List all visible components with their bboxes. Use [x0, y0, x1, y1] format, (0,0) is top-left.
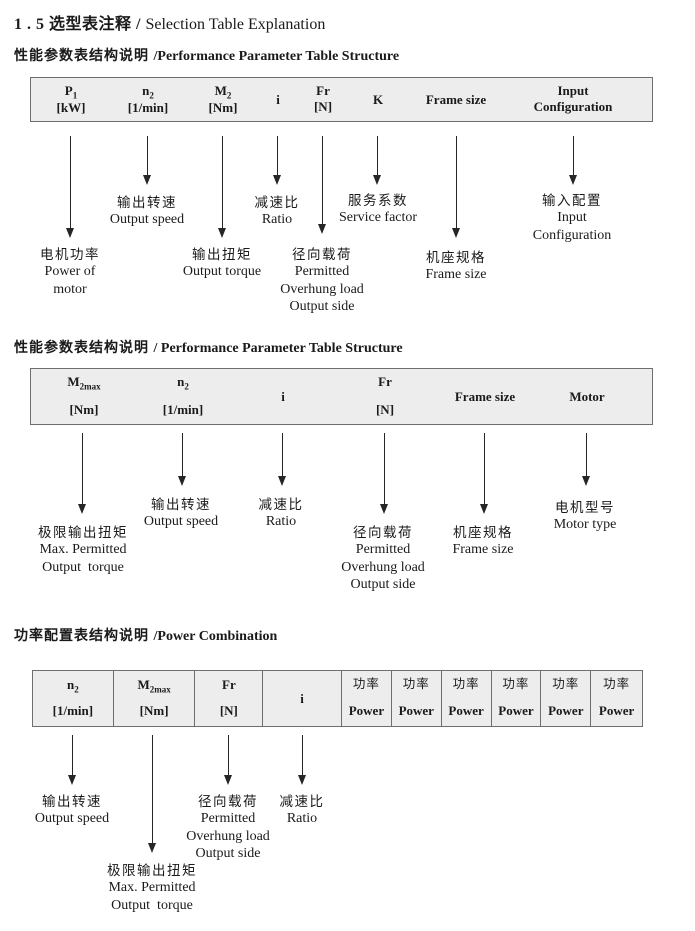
arrow-down-icon: [218, 136, 226, 238]
section1-heading-cn: 性能参数表结构说明: [14, 49, 154, 64]
arrow-down-icon: [68, 735, 76, 785]
section3-heading: 功率配置表结构说明 /Power Combination: [14, 625, 277, 645]
col-header-i: i: [276, 92, 280, 107]
arrow-down-icon: [224, 735, 232, 785]
arrow-down-icon: [298, 735, 306, 785]
arrow-down-icon: [452, 136, 460, 238]
col-header-fr: Fr[N]: [313, 83, 333, 114]
col-header-n2: n2[1/min]: [162, 374, 204, 417]
arrow-down-icon: [373, 136, 381, 185]
arrow-down-icon: [582, 433, 590, 486]
col-header-n2: n2[1/min]: [33, 671, 114, 726]
col-header-m2max: M2max[Nm]: [114, 671, 196, 726]
section3-heading-en: /Power Combination: [153, 629, 278, 644]
col-header-m2: M2[Nm]: [208, 83, 238, 115]
arrow-down-icon: [278, 433, 286, 486]
arrow-down-icon: [66, 136, 74, 238]
col-header-i: i: [281, 389, 285, 404]
arrow-down-icon: [143, 136, 151, 185]
arrow-down-icon: [318, 136, 326, 234]
performance-table-1: P1[kW] n2[1/min] M2[Nm] i Fr[N] K Frame …: [30, 77, 653, 122]
col-header-p1: P1[kW]: [56, 83, 86, 115]
col-header-fr: Fr[N]: [195, 671, 264, 726]
arrow-down-icon: [569, 136, 577, 185]
arrow-down-icon: [78, 433, 86, 514]
col-header-motor: Motor: [569, 389, 605, 404]
performance-table-2: M2max[Nm] n2[1/min] i Fr[N] Frame size M…: [30, 368, 653, 425]
col-header-m2max: M2max[Nm]: [67, 374, 101, 417]
arrow-down-icon: [178, 433, 186, 486]
arrow-down-icon: [148, 735, 156, 853]
section1-heading-en: /Performance Parameter Table Structure: [153, 49, 400, 64]
section3-heading-cn: 功率配置表结构说明: [14, 629, 154, 644]
col-header-frame-size: Frame size: [454, 389, 516, 404]
section1-heading: 性能参数表结构说明 /Performance Parameter Table S…: [14, 45, 399, 65]
arrow-down-icon: [273, 136, 281, 185]
page-title-en: Selection Table Explanation: [145, 16, 326, 33]
page-title-cn: 1 . 5 选型表注释 /: [14, 16, 146, 33]
col-header-frame-size: Frame size: [425, 92, 487, 107]
col-header-fr: Fr[N]: [375, 374, 395, 417]
arrow-down-icon: [480, 433, 488, 514]
section2-heading-en: / Performance Parameter Table Structure: [153, 341, 403, 356]
arrow-down-icon: [380, 433, 388, 514]
col-header-i: i: [263, 671, 342, 726]
section2-heading-cn: 性能参数表结构说明: [14, 341, 154, 356]
col-header-n2: n2[1/min]: [127, 83, 169, 115]
col-header-k: K: [372, 92, 384, 107]
page-title: 1 . 5 选型表注释 / Selection Table Explanatio…: [14, 10, 325, 34]
section2-heading: 性能参数表结构说明 / Performance Parameter Table …: [14, 337, 403, 357]
